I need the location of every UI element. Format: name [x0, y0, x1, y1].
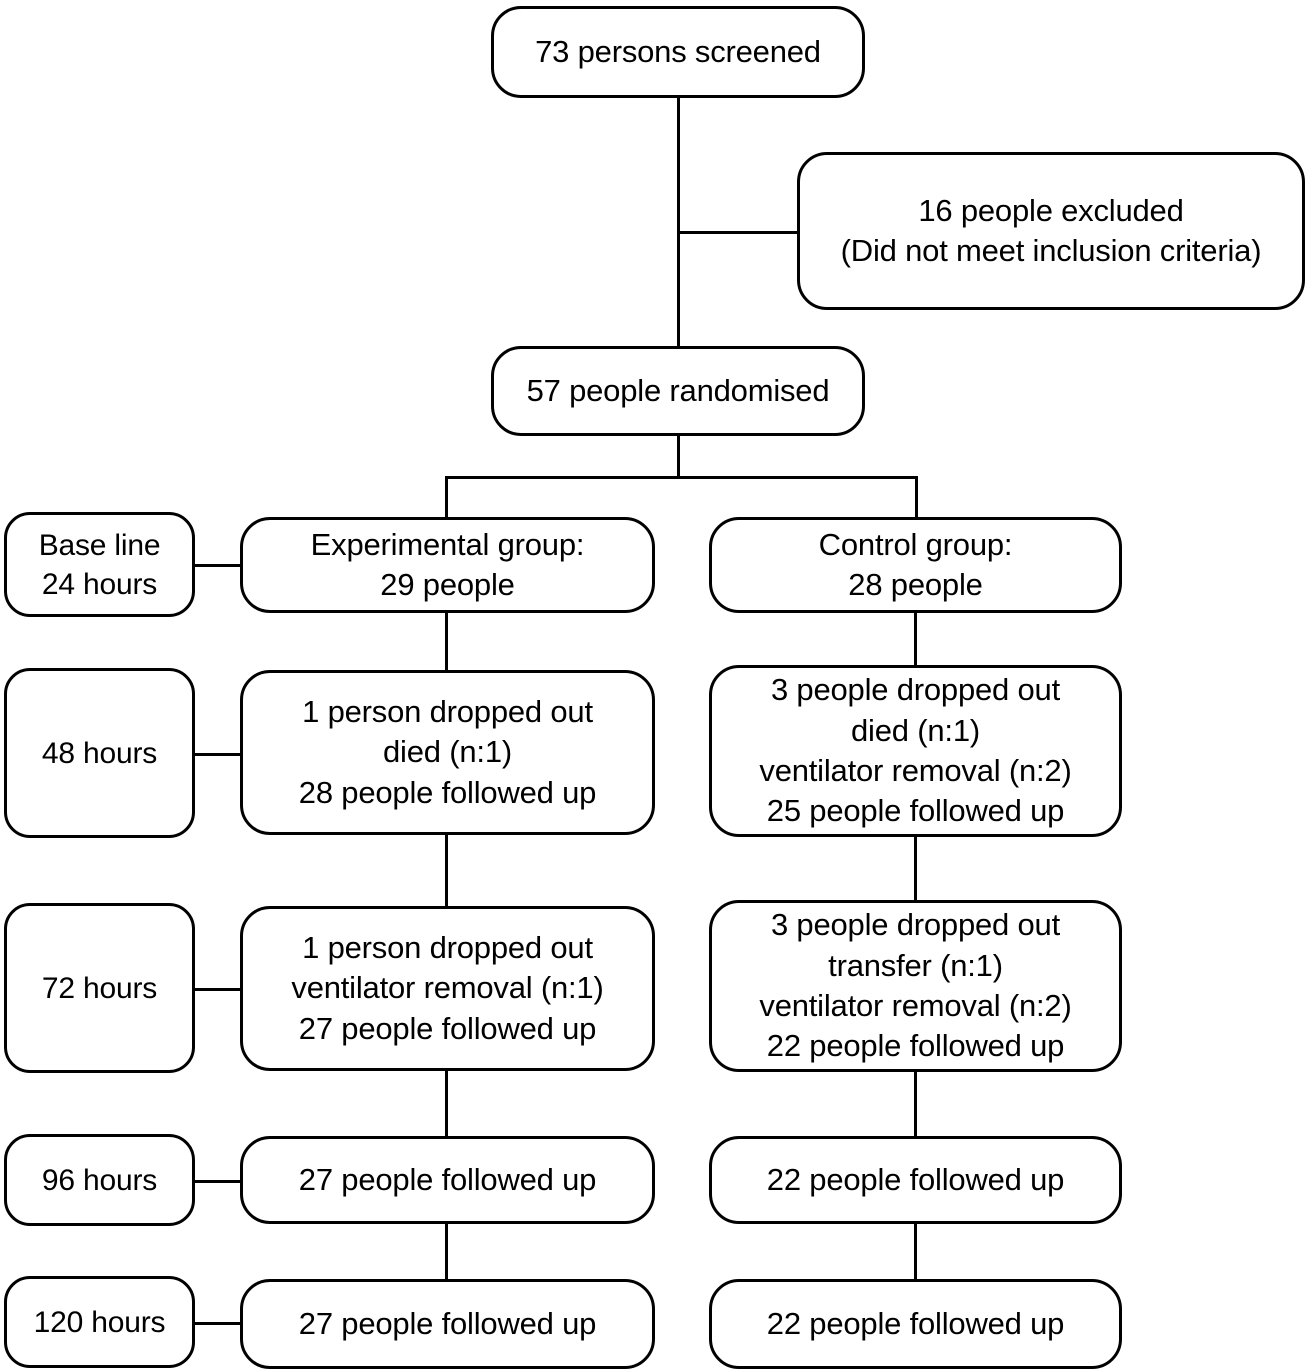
connector-randomised-split-bar — [445, 476, 918, 479]
connector-time-baseline-to-exp — [194, 564, 244, 567]
node-screened-label: 73 persons screened — [535, 33, 821, 69]
node-control-96-label: 22 people followed up — [766, 1161, 1065, 1197]
node-experimental-72: 1 person dropped out ventilator removal … — [240, 906, 655, 1071]
node-time-96: 96 hours — [4, 1134, 195, 1226]
node-time-72-label: 72 hours — [41, 971, 158, 1005]
node-experimental-120-label: 27 people followed up — [298, 1305, 597, 1341]
node-randomised-label: 57 people randomised — [526, 372, 830, 408]
node-control-baseline-label: Control group: 28 people — [818, 526, 1013, 602]
connector-screened-to-excluded — [677, 231, 799, 234]
connector-ctl-96-to-120 — [914, 1223, 917, 1281]
node-control-96: 22 people followed up — [709, 1136, 1122, 1224]
node-time-120: 120 hours — [4, 1276, 195, 1368]
node-time-96-label: 96 hours — [41, 1163, 158, 1197]
node-experimental-48: 1 person dropped out died (n:1) 28 peopl… — [240, 670, 655, 835]
connector-ctl-48-to-72 — [914, 832, 917, 910]
node-experimental-48-label: 1 person dropped out died (n:1) 28 peopl… — [298, 694, 597, 810]
node-experimental-96-label: 27 people followed up — [298, 1161, 597, 1197]
connector-ctl-72-to-96 — [914, 1068, 917, 1140]
node-control-baseline: Control group: 28 people — [709, 517, 1122, 613]
node-time-baseline: Base line 24 hours — [4, 512, 195, 617]
node-control-120: 22 people followed up — [709, 1279, 1122, 1369]
node-excluded: 16 people excluded (Did not meet inclusi… — [797, 152, 1305, 310]
node-screened: 73 persons screened — [491, 6, 865, 98]
node-experimental-120: 27 people followed up — [240, 1279, 655, 1369]
node-time-48-label: 48 hours — [41, 736, 158, 770]
connector-ctl-baseline-to-48 — [914, 610, 917, 670]
node-experimental-72-label: 1 person dropped out ventilator removal … — [291, 930, 604, 1046]
node-randomised: 57 people randomised — [491, 346, 865, 436]
connector-exp-48-to-72 — [445, 832, 448, 910]
connector-exp-96-to-120 — [445, 1223, 448, 1281]
connector-time-120-to-exp — [194, 1322, 244, 1325]
connector-time-72-to-exp — [194, 988, 244, 991]
node-control-120-label: 22 people followed up — [766, 1305, 1065, 1341]
connector-split-to-control — [915, 476, 918, 517]
connector-screened-to-randomised — [677, 97, 680, 347]
node-experimental-baseline-label: Experimental group: 29 people — [310, 526, 585, 602]
node-experimental-96: 27 people followed up — [240, 1136, 655, 1224]
node-time-72: 72 hours — [4, 903, 195, 1073]
node-time-120-label: 120 hours — [33, 1305, 166, 1339]
node-control-48: 3 people dropped out died (n:1) ventilat… — [709, 665, 1122, 837]
connector-split-to-experimental — [445, 476, 448, 517]
connector-exp-baseline-to-48 — [445, 610, 448, 670]
connector-randomised-stem — [677, 434, 680, 479]
connector-exp-72-to-96 — [445, 1068, 448, 1140]
node-time-48: 48 hours — [4, 668, 195, 838]
node-excluded-label: 16 people excluded (Did not meet inclusi… — [840, 192, 1262, 268]
node-time-baseline-label: Base line 24 hours — [38, 528, 161, 601]
node-control-48-label: 3 people dropped out died (n:1) ventilat… — [759, 672, 1072, 829]
node-experimental-baseline: Experimental group: 29 people — [240, 517, 655, 613]
node-control-72-label: 3 people dropped out transfer (n:1) vent… — [759, 907, 1072, 1064]
connector-time-48-to-exp — [194, 753, 244, 756]
connector-time-96-to-exp — [194, 1180, 244, 1183]
node-control-72: 3 people dropped out transfer (n:1) vent… — [709, 900, 1122, 1072]
